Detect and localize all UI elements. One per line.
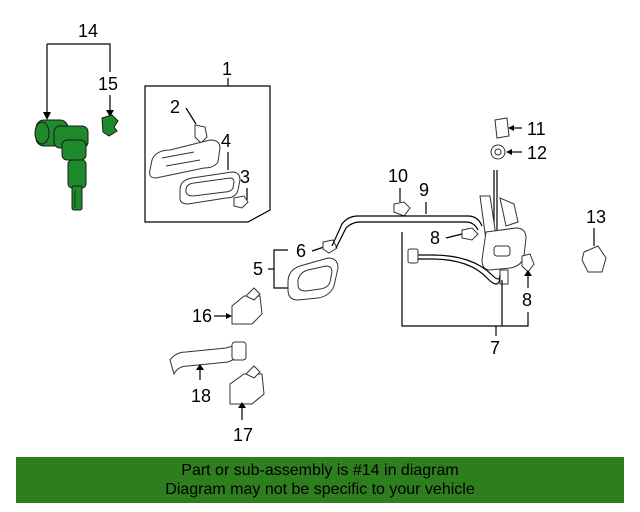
outside-handle-frame	[144, 85, 271, 223]
lower-hinge-part[interactable]	[229, 373, 265, 405]
door-latch-part[interactable]	[479, 170, 527, 285]
callout-10[interactable]: 10	[388, 166, 408, 186]
callout-17[interactable]: 17	[233, 425, 253, 445]
latch-cover-part[interactable]	[581, 245, 607, 273]
callout-11[interactable]: 11	[527, 119, 546, 139]
callout-5[interactable]: 5	[253, 259, 263, 279]
callout-9[interactable]: 9	[419, 180, 429, 200]
latch-cable-part[interactable]	[412, 254, 501, 280]
inside-handle-part[interactable]	[287, 257, 339, 301]
door-check-part[interactable]	[169, 341, 247, 376]
upper-hinge-part[interactable]	[231, 295, 263, 325]
callout-4[interactable]: 4	[221, 131, 231, 151]
handle-spring-part[interactable]	[194, 124, 208, 144]
rod-clip-part[interactable]	[393, 201, 411, 217]
callout-12[interactable]: 12	[527, 143, 547, 163]
banner-line-1: Part or sub-assembly is #14 in diagram	[181, 462, 459, 479]
callout-14-leader	[43, 43, 111, 120]
banner-line-2: Diagram may not be specific to your vehi…	[165, 481, 475, 498]
callout-8-lower[interactable]: 8	[522, 290, 532, 310]
lock-cylinder-part[interactable]	[34, 119, 89, 211]
callout-2[interactable]: 2	[170, 97, 180, 117]
handle-screw-part[interactable]	[233, 195, 249, 209]
callout-6[interactable]: 6	[296, 241, 306, 261]
striker-part[interactable]	[494, 117, 510, 139]
info-banner: Part or sub-assembly is #14 in diagram D…	[16, 457, 624, 503]
callout-18[interactable]: 18	[191, 386, 211, 406]
callout-15[interactable]: 15	[98, 74, 118, 94]
callout-13[interactable]: 13	[586, 207, 606, 227]
callout-8-upper[interactable]: 8	[430, 228, 440, 248]
callout-1[interactable]: 1	[222, 59, 232, 79]
callout-7[interactable]: 7	[490, 338, 500, 358]
callout-16[interactable]: 16	[192, 306, 212, 326]
inside-handle-clip-part[interactable]	[322, 239, 338, 254]
callout-14[interactable]: 14	[78, 21, 98, 41]
outside-handle-part[interactable]	[149, 139, 221, 179]
lock-clip-part[interactable]	[101, 114, 119, 137]
latch-clip-part[interactable]	[521, 253, 535, 273]
callout-3[interactable]: 3	[240, 167, 250, 187]
parts-diagram: 14 15 1 2 4 3 5 6	[34, 21, 607, 445]
door-rod-part[interactable]	[331, 215, 483, 247]
